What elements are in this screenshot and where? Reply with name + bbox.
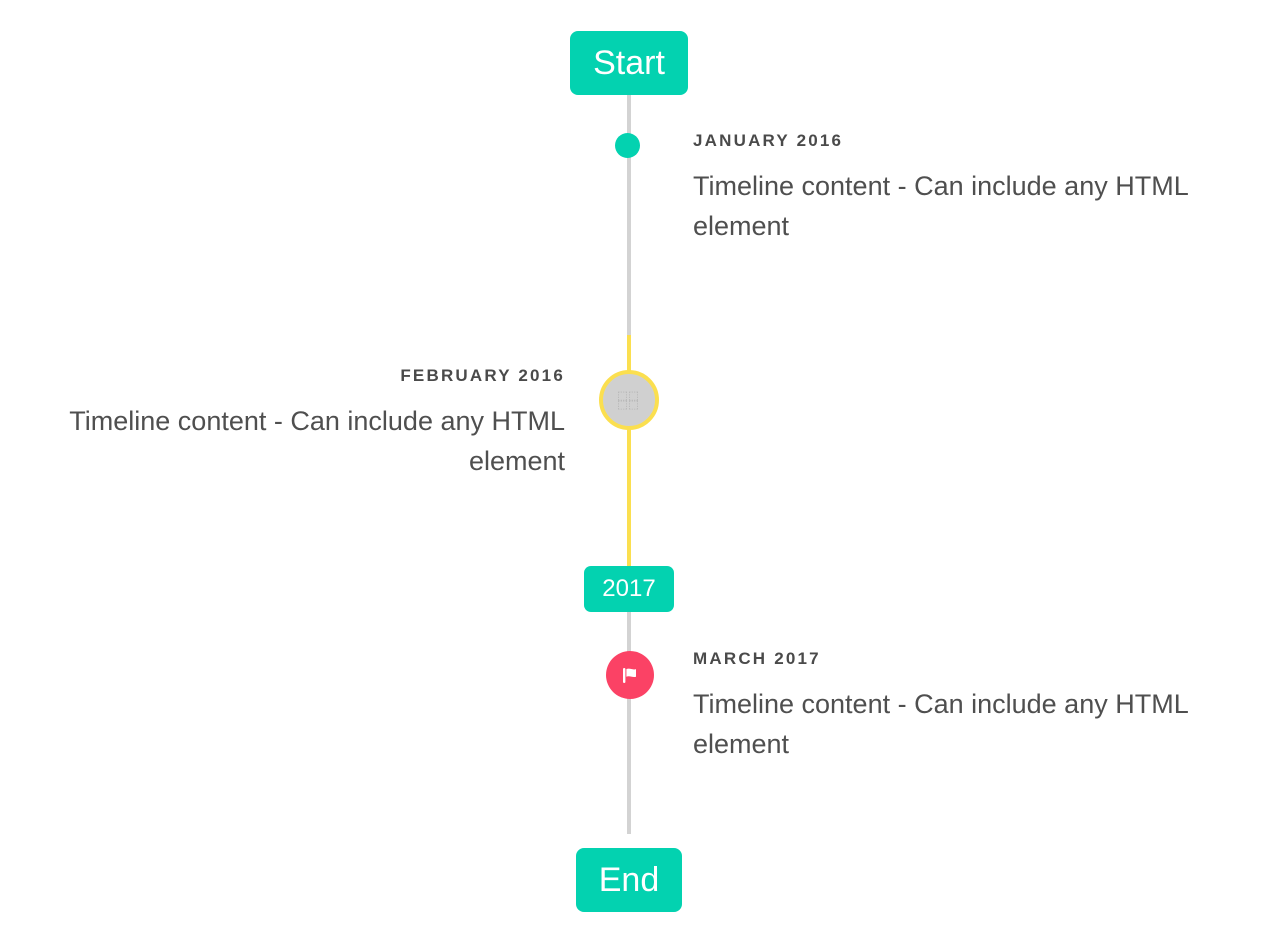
timeline-end-label: End [598,861,660,899]
timeline-start-label: Start [593,44,665,82]
timeline-entry-january: JANUARY 2016 Timeline content - Can incl… [693,131,1223,246]
timeline-entry-body: Timeline content - Can include any HTML … [69,406,565,476]
timeline-entry-date: JANUARY 2016 [693,131,844,150]
timeline-line-segment-highlight-lower [627,420,631,568]
timeline-line-segment-end [627,612,631,834]
timeline-entry-body: Timeline content - Can include any HTML … [693,171,1188,241]
broken-image-icon[interactable]: ⬚⬚⬚⬚ [599,370,659,430]
timeline-entry-body: Timeline content - Can include any HTML … [693,689,1188,759]
timeline-start-badge[interactable]: Start [570,31,688,95]
broken-image-placeholder-glyph: ⬚⬚⬚⬚ [617,386,641,413]
timeline-entry-date: FEBRUARY 2016 [400,366,565,385]
dot-icon[interactable] [615,133,640,158]
timeline-year-label: 2017 [602,575,656,602]
flag-icon[interactable] [606,651,654,699]
timeline-line-segment-highlight-upper [627,335,631,375]
timeline-entry-february: FEBRUARY 2016 Timeline content - Can inc… [40,366,565,481]
timeline-entry-march: MARCH 2017 Timeline content - Can includ… [693,649,1223,764]
timeline-end-badge[interactable]: End [576,848,682,912]
timeline-entry-date: MARCH 2017 [693,649,821,668]
timeline-line-segment-start [627,95,631,335]
timeline-year-badge[interactable]: 2017 [584,566,674,612]
